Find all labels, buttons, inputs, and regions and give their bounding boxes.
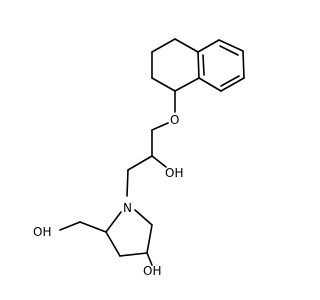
bond-aromatic-double-3 [202,54,205,76]
bond-choh-ch2n [127,155,153,171]
bond-choh-oh [151,155,167,168]
bond-c5-c4 [105,231,121,257]
bond-aromatic-1 [218,39,244,52]
bond-c4-c3 [119,252,148,257]
bond-c5-ch2 [79,221,107,233]
bond-sat-5 [174,77,200,92]
atom-labels: O OH N OH OH [33,113,183,278]
atom-label-ring-hydroxyl: OH [143,264,161,278]
bond-aromatic-4 [198,77,222,92]
bond-sat-1 [174,38,199,53]
bond-n-c5 [105,211,122,233]
bond-o-ch2 [151,122,169,131]
bond-ch2-oh [59,221,81,231]
bond-c3-oh [146,252,153,266]
atom-label-secondary-alcohol: OH [165,166,183,180]
bonds [59,38,245,266]
bond-aromatic-double-2 [220,75,240,87]
bond-sat-4 [151,77,176,92]
bond-aromatic-double-1 [219,45,239,56]
bond-aromatic-2 [242,50,245,79]
bond-c2-n [134,209,153,226]
bond-aromatic-3 [220,77,245,92]
bond-sat-2 [151,38,176,53]
atom-label-hydroxymethyl-oxygen: OH [33,225,51,239]
bond-aromatic-6 [197,39,220,53]
bond-c3-c2 [146,224,153,254]
bond-ch2n-n [126,169,129,197]
molecule-structure-diagram: O OH N OH OH [33,38,245,278]
atom-label-ring-nitrogen: N [123,201,132,215]
bond-aromatic-5 [197,51,200,79]
atom-label-ether-oxygen: O [170,113,179,127]
